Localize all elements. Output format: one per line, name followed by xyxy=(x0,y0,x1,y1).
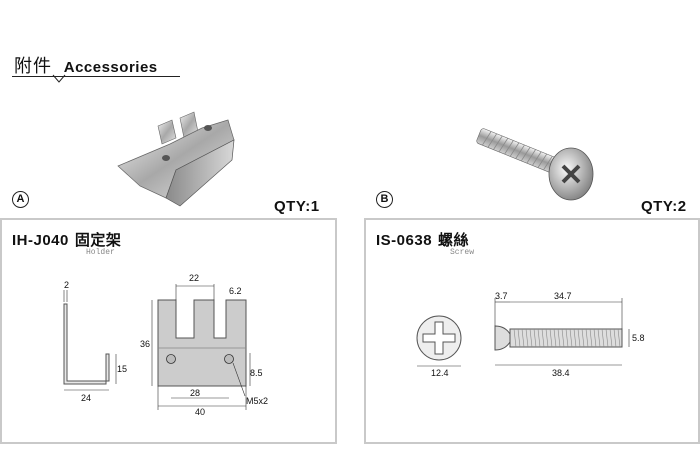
holder-photo xyxy=(117,111,235,207)
dim-holder-total-h: 36 xyxy=(140,339,150,349)
dim-screw-total: 38.4 xyxy=(552,368,570,378)
dim-holder-hole-span: 28 xyxy=(190,388,200,398)
screw-title: IS-0638 螺絲 xyxy=(376,229,469,250)
holder-name-zh: 固定架 xyxy=(74,231,122,249)
dim-holder-base: 24 xyxy=(81,393,91,403)
screw-name-en: Screw xyxy=(450,248,475,257)
section-title-zh: 附件 xyxy=(14,56,52,77)
dim-holder-tab: 6.2 xyxy=(229,286,242,296)
holder-name-en: Holder xyxy=(86,248,115,257)
section-title: 附件 Accessories xyxy=(14,52,158,78)
dim-screw-head-len: 3.7 xyxy=(495,291,508,301)
dim-screw-shaft: 34.7 xyxy=(554,291,572,301)
holder-drawing: 2 15 24 22 6.2 36 28 8.5 40 M5x2 xyxy=(63,273,268,417)
section-title-en: Accessories xyxy=(63,59,158,76)
title-pointer-icon xyxy=(52,74,66,83)
screw-code: IS-0638 xyxy=(376,232,433,249)
dim-holder-height: 15 xyxy=(117,364,127,374)
qty-b: QTY:2 xyxy=(641,198,687,215)
dim-screw-head-dia: 12.4 xyxy=(431,368,449,378)
badge-a: A xyxy=(12,191,29,208)
qty-a: QTY:1 xyxy=(274,198,320,215)
screw-photo xyxy=(476,128,594,201)
screw-drawing: 3.7 34.7 5.8 12.4 38.4 xyxy=(416,291,645,378)
dim-holder-top: 2 xyxy=(64,280,69,290)
dim-holder-hole-off: 8.5 xyxy=(250,368,263,378)
dim-screw-dia: 5.8 xyxy=(632,333,645,343)
badge-b: B xyxy=(376,191,393,208)
dim-holder-screw: M5x2 xyxy=(246,396,268,406)
dim-holder-width: 40 xyxy=(195,407,205,417)
holder-title: IH-J040 固定架 xyxy=(12,229,121,250)
holder-code: IH-J040 xyxy=(12,232,69,249)
screw-name-zh: 螺絲 xyxy=(438,231,470,249)
dim-holder-gap: 22 xyxy=(189,273,199,283)
title-underline xyxy=(12,76,180,77)
